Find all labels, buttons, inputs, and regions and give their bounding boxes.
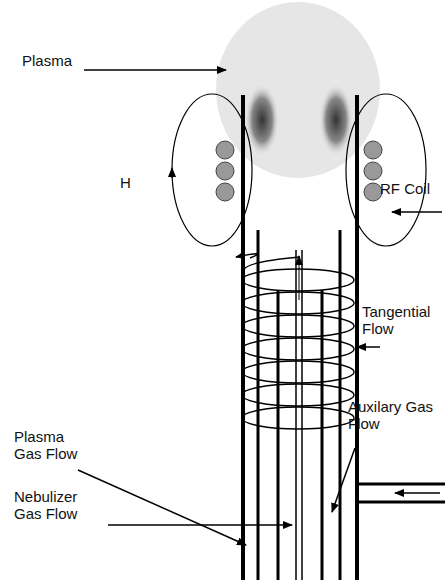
coil-label: RF Coil <box>380 180 442 197</box>
tangential-label: Tangential Flow <box>362 303 442 337</box>
gas-flow-label: Nebulizer Gas Flow <box>14 488 104 522</box>
plasma-label: Plasma <box>22 52 92 69</box>
tangential-spiral <box>242 269 354 429</box>
side-inlet <box>357 484 445 502</box>
gas-flow-label: Auxilary Gas Flow <box>348 398 438 432</box>
inlet-arrow <box>395 492 440 494</box>
leader-lines <box>78 70 442 545</box>
nebulizer-arrow <box>299 256 300 300</box>
torch-tubes <box>243 95 357 580</box>
gas-flow-label: Plasma Gas Flow <box>14 428 94 462</box>
field-label: H <box>120 174 140 191</box>
spiral-arrow <box>236 254 257 258</box>
spiral-top <box>244 257 300 270</box>
field-arrow <box>171 168 172 178</box>
field-loop <box>172 94 252 246</box>
